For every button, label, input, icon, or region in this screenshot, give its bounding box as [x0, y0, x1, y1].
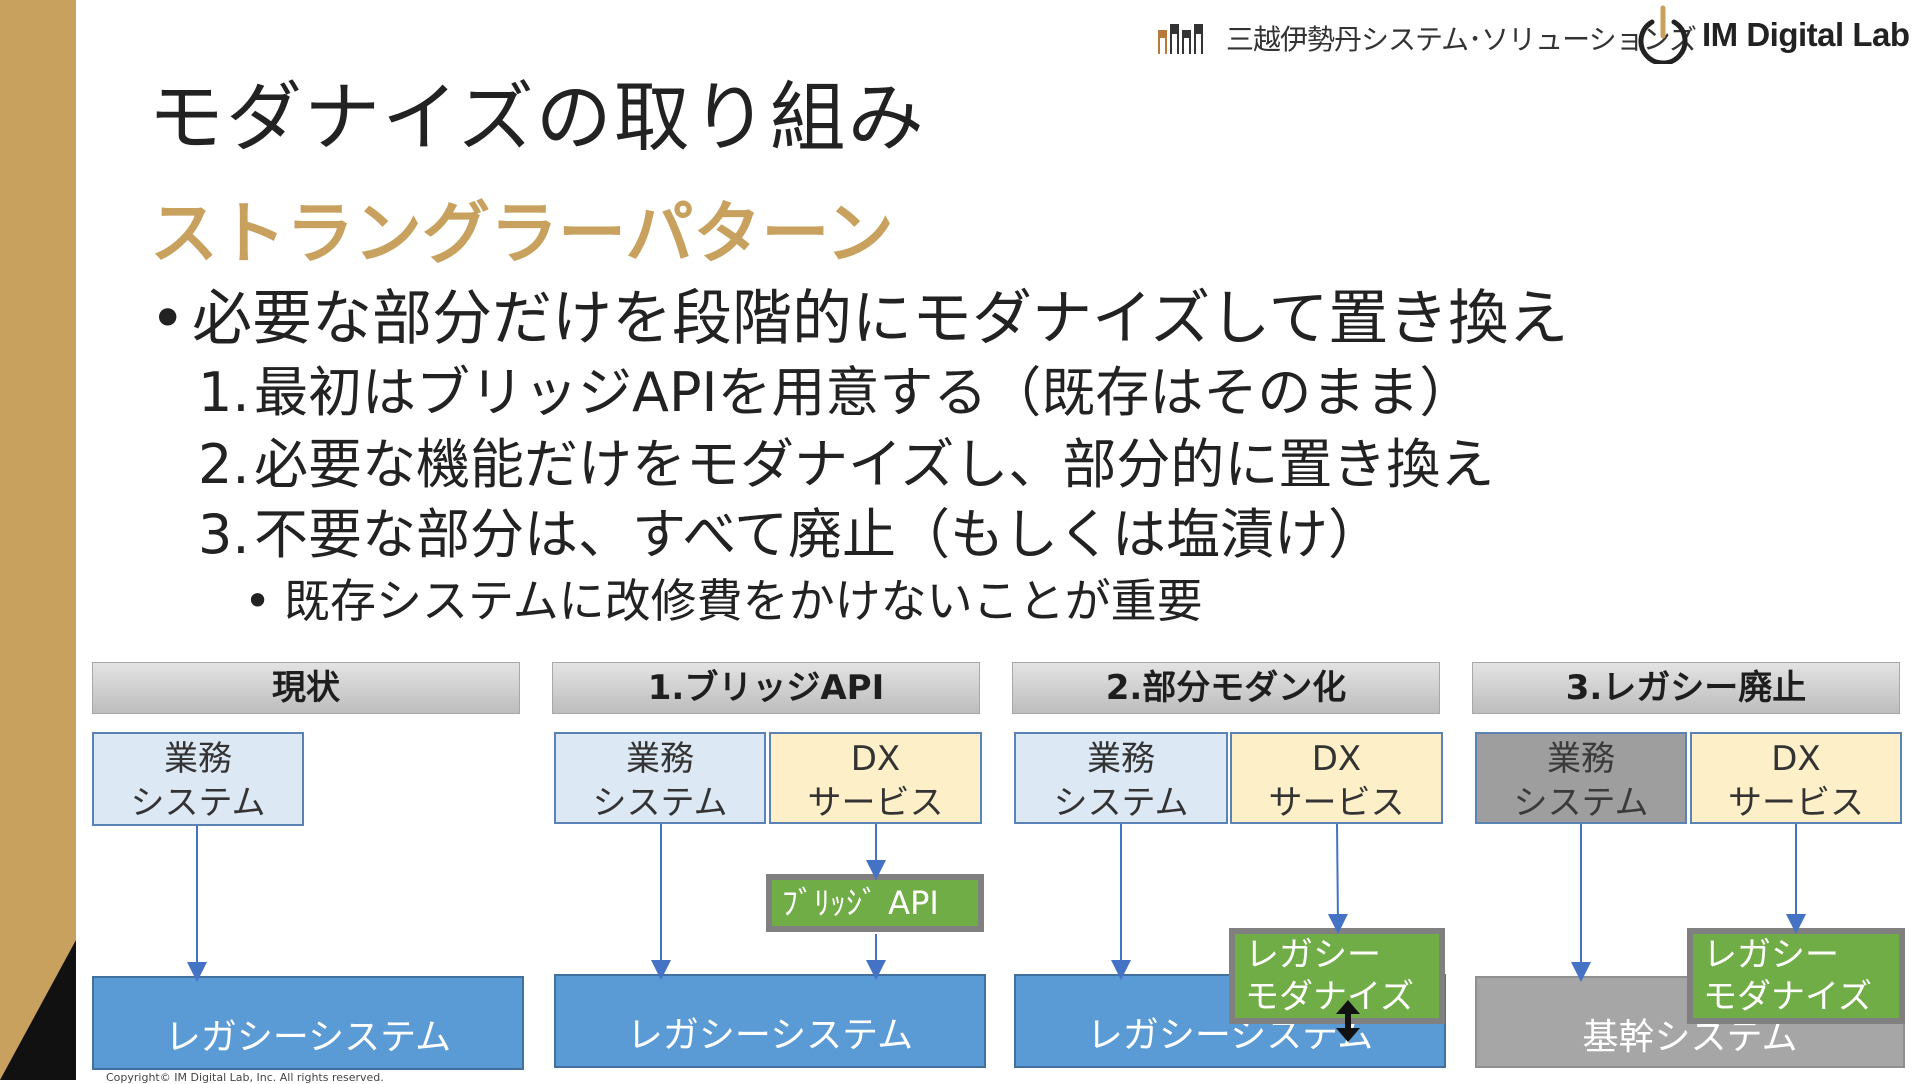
legacy-system-box: レガシーシステム: [92, 976, 524, 1070]
company-name: 三越伊勢丹システム･ソリューションズ: [1226, 23, 1697, 56]
dx-service-box: DX サービス: [1690, 732, 1902, 824]
bullet-dot: •: [244, 574, 272, 628]
stage-header-legacy-retire: 3.レガシー廃止: [1472, 662, 1900, 714]
business-system-box: 業務 システム: [554, 732, 766, 824]
stage-header-partial-modern: 2.部分モダン化: [1012, 662, 1440, 714]
main-bullet-text: 必要な部分だけを段階的にモダナイズして置き換え: [192, 284, 1569, 354]
step-text: 不要な部分は、すべて廃止（もしくは塩漬け）: [254, 503, 1383, 566]
sub-bullet: •既存システムに改修費をかけないことが重要: [244, 565, 1203, 631]
left-black-wedge: [0, 940, 76, 1080]
left-accent-bar: [0, 0, 76, 1080]
double-arrow-icon: [1336, 1000, 1360, 1042]
lab-name: IM Digital Lab: [1702, 16, 1910, 53]
business-system-box: 業務 システム: [1475, 732, 1687, 824]
main-bullet: •必要な部分だけを段階的にモダナイズして置き換え: [150, 270, 1568, 357]
step-1: 1.最初はブリッジAPIを用意する（既存はそのまま）: [198, 348, 1473, 427]
step-2: 2.必要な機能だけをモダナイズし、部分的に置き換え: [198, 420, 1494, 499]
slide-title: モダナイズの取り組み: [148, 73, 926, 162]
sub-bullet-text: 既存システムに改修費をかけないことが重要: [284, 574, 1203, 628]
stage-header-bridge-api: 1.ブリッジAPI: [552, 662, 980, 714]
stage-header-current: 現状: [92, 662, 520, 714]
business-system-box: 業務 システム: [92, 732, 304, 826]
slide-subtitle: ストラングラーパターン: [150, 195, 894, 274]
step-number: 2.: [198, 433, 250, 496]
legacy-system-box: レガシーシステム: [554, 974, 986, 1068]
step-number: 1.: [198, 361, 250, 424]
mi-logo-icon: [1158, 24, 1203, 54]
copyright: Copyright© IM Digital Lab, Inc. All righ…: [106, 1071, 384, 1084]
step-number: 3.: [198, 503, 250, 566]
business-system-box: 業務 システム: [1014, 732, 1228, 824]
dx-service-box: DX サービス: [769, 732, 982, 824]
arrow-dx-to-modernize: [1327, 823, 1348, 934]
legacy-modernize-box: レガシー モダナイズ: [1229, 928, 1445, 1024]
step-3: 3.不要な部分は、すべて廃止（もしくは塩漬け）: [198, 490, 1382, 569]
power-icon: [1638, 5, 1688, 64]
bullet-dot: •: [150, 284, 186, 354]
dx-service-box: DX サービス: [1230, 732, 1443, 824]
step-text: 必要な機能だけをモダナイズし、部分的に置き換え: [254, 433, 1495, 496]
bridge-api-box: ﾌﾞﾘｯｼﾞ API: [766, 874, 984, 932]
step-text: 最初はブリッジAPIを用意する（既存はそのまま）: [254, 361, 1474, 424]
